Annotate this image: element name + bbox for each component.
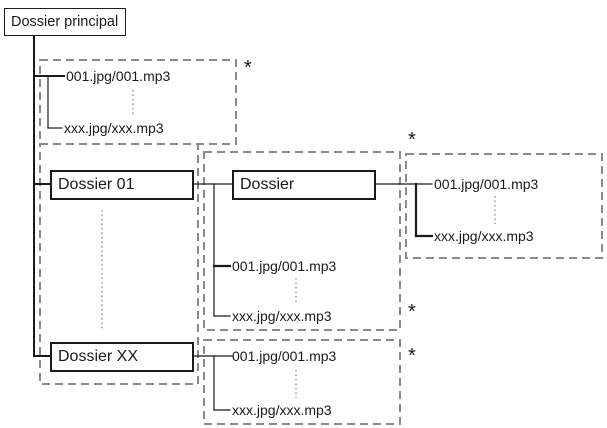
root-last-file-label: xxx.jpg/xxx.mp3 — [64, 120, 164, 136]
subfolder-last-file-label: xxx.jpg/xxx.mp3 — [434, 228, 534, 244]
folder-01-node[interactable]: Dossier 01 — [50, 170, 194, 200]
root-first-file-label: 001.jpg/001.mp3 — [66, 68, 171, 84]
group-box-dossierxx-files — [203, 339, 401, 425]
subfolder-first-file-label: 001.jpg/001.mp3 — [434, 176, 539, 192]
group-box-subfolder-files — [405, 153, 603, 259]
asterisk-note-subfolder-files: * — [408, 129, 416, 151]
folder-xx-label: Dossier XX — [58, 348, 139, 365]
folderxx-last-file-label: xxx.jpg/xxx.mp3 — [232, 402, 332, 418]
asterisk-note-root-files: * — [244, 57, 252, 79]
folder01-first-file-label: 001.jpg/001.mp3 — [232, 258, 337, 274]
group-box-dossier01-contents — [203, 151, 401, 331]
folder-01-label: Dossier 01 — [58, 176, 135, 193]
asterisk-note-folder01-files: * — [408, 301, 416, 323]
group-box-level1 — [39, 143, 199, 385]
asterisk-note-folderxx-files: * — [408, 345, 416, 367]
folder-xx-node[interactable]: Dossier XX — [50, 342, 194, 372]
folderxx-first-file-label: 001.jpg/001.mp3 — [232, 348, 337, 364]
subfolder-node[interactable]: Dossier — [232, 170, 376, 200]
subfolder-label: Dossier — [240, 176, 295, 193]
root-folder-label: Dossier principal — [11, 14, 119, 30]
folder01-last-file-label: xxx.jpg/xxx.mp3 — [232, 308, 332, 324]
root-folder-node[interactable]: Dossier principal — [4, 8, 126, 36]
